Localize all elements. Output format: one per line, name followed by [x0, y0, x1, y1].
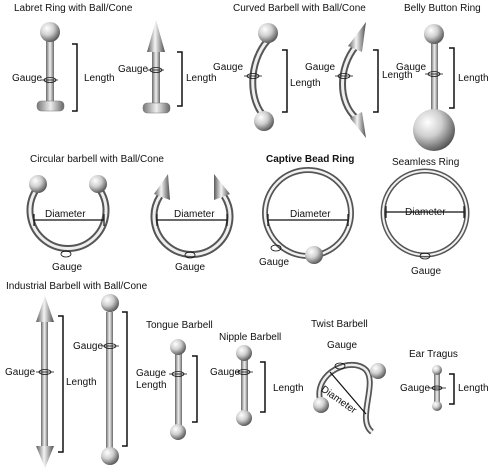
- title-captive: Captive Bead Ring: [266, 154, 355, 165]
- tongue-barbell-jewelry: [169, 339, 198, 440]
- gauge-label-captive: Gauge: [259, 257, 290, 268]
- captive-bead-jewelry: [262, 167, 354, 264]
- title-industrial: Industrial Barbell with Ball/Cone: [6, 281, 148, 292]
- gauge-label-seamless: Gauge: [411, 266, 442, 277]
- length-label-curved-cone: Length: [382, 70, 413, 81]
- diameter-label-circular: Diameter: [45, 209, 86, 220]
- curved-ball-jewelry: [244, 23, 288, 131]
- length-label-belly: Length: [458, 73, 489, 84]
- curved-cone-jewelry: [335, 22, 379, 138]
- gauge-label-nipple: Gauge: [210, 367, 241, 378]
- circular-ball-jewelry: [26, 175, 110, 258]
- length-label-nipple: Length: [273, 383, 304, 394]
- title-twist: Twist Barbell: [311, 319, 368, 330]
- length-label-tragus: Length: [458, 383, 489, 394]
- length-label-tongue: Length: [136, 380, 167, 391]
- diameter-label-circular-cone: Diameter: [174, 209, 215, 220]
- gauge-label-twist: Gauge: [327, 340, 358, 351]
- belly-button-jewelry: [413, 24, 455, 151]
- twist-barbell-jewelry: [313, 362, 386, 435]
- circular-cone-jewelry: [150, 174, 234, 259]
- gauge-label-industrial: Gauge: [5, 367, 36, 378]
- title-curved: Curved Barbell with Ball/Cone: [233, 3, 366, 14]
- gauge-label-circular-cone: Gauge: [175, 262, 206, 273]
- title-labret: Labret Ring with Ball/Cone: [14, 3, 133, 14]
- labret-ball-jewelry: [36, 22, 78, 112]
- title-belly: Belly Button Ring: [404, 3, 481, 14]
- title-circular: Circular barbell with Ball/Cone: [30, 154, 164, 165]
- length-label-labret-cone: Length: [186, 73, 217, 84]
- gauge-label-curved-cone: Gauge: [305, 62, 336, 73]
- length-label-industrial: Length: [66, 377, 97, 388]
- industrial-cone-jewelry: [36, 296, 64, 468]
- gauge-label-labret-cone: Gauge: [118, 64, 149, 75]
- gauge-label-curved: Gauge: [213, 62, 244, 73]
- title-seamless: Seamless Ring: [392, 157, 460, 168]
- title-tragus: Ear Tragus: [409, 349, 458, 360]
- gauge-label-industrial-ball: Gauge: [73, 341, 104, 352]
- length-label-curved: Length: [290, 78, 321, 89]
- gauge-label-labret: Gauge: [12, 73, 43, 84]
- gauge-label-belly: Gauge: [396, 62, 427, 73]
- industrial-ball-jewelry: [101, 294, 128, 465]
- labret-cone-jewelry: [142, 20, 183, 114]
- ear-tragus-jewelry: [428, 365, 455, 411]
- nipple-barbell-jewelry: [235, 345, 266, 426]
- gauge-label-circular: Gauge: [52, 262, 83, 273]
- diameter-label-captive: Diameter: [290, 209, 331, 220]
- title-tongue: Tongue Barbell: [146, 320, 213, 331]
- gauge-label-tragus: Gauge: [400, 383, 431, 394]
- title-nipple: Nipple Barbell: [219, 332, 282, 343]
- length-label-labret: Length: [84, 73, 115, 84]
- diameter-label-seamless: Diameter: [405, 207, 446, 218]
- seamless-ring-jewelry: [380, 168, 470, 260]
- gauge-label-tongue: Gauge: [136, 368, 167, 379]
